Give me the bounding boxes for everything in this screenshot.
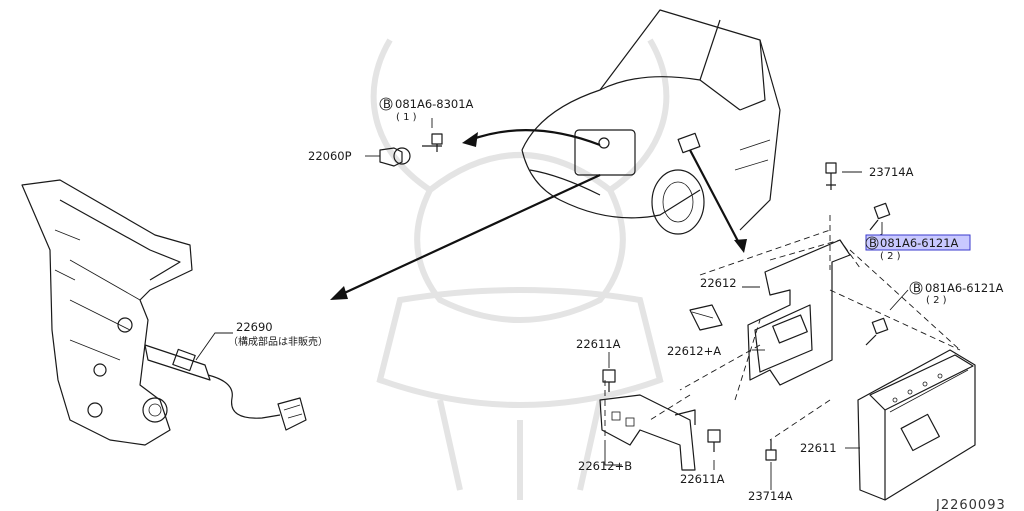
leader-lines bbox=[604, 171, 909, 490]
not-sold-separately-note: （構成部品は非販売） bbox=[228, 335, 328, 348]
part-number-22690[interactable]: 22690 bbox=[236, 320, 273, 334]
exhaust-manifold bbox=[21, 179, 193, 446]
part-number-22612[interactable]: 22612 bbox=[700, 276, 737, 290]
quantity-label: ( 2 ) bbox=[926, 295, 947, 306]
pointer-arrows bbox=[330, 129, 747, 300]
knock-sensor-assembly bbox=[365, 118, 443, 167]
bolt-symbols bbox=[379, 97, 923, 295]
part-number-22612-A[interactable]: 22612+A bbox=[667, 344, 721, 358]
part-number-23714A-top[interactable]: 23714A bbox=[869, 165, 914, 179]
quantity-label: ( 1 ) bbox=[396, 112, 417, 123]
bolt-symbol: B bbox=[913, 281, 921, 295]
ecm-unit bbox=[857, 349, 976, 501]
bolt-symbol: B bbox=[869, 236, 877, 250]
part-number-081A6-6121A-highlighted[interactable]: 081A6-6121A bbox=[880, 236, 959, 250]
ecm-bracket-assembly bbox=[599, 162, 961, 471]
vehicle-illustration bbox=[521, 9, 781, 235]
part-number-23714A-bottom[interactable]: 23714A bbox=[748, 489, 793, 503]
diagram-reference-code: J2260093 bbox=[935, 498, 1006, 511]
part-number-22611[interactable]: 22611 bbox=[800, 441, 837, 455]
part-number-22611A-bottom[interactable]: 22611A bbox=[680, 472, 725, 486]
watermark-logo bbox=[370, 38, 670, 500]
o2-sensor bbox=[144, 332, 307, 431]
bolt-symbol: B bbox=[383, 97, 391, 111]
part-number-081A6-8301A[interactable]: 081A6-8301A bbox=[395, 97, 474, 111]
quantity-label: ( 2 ) bbox=[880, 251, 901, 262]
part-number-081A6-6121A[interactable]: 081A6-6121A bbox=[925, 281, 1004, 295]
part-number-22611A-top[interactable]: 22611A bbox=[576, 337, 621, 351]
part-number-22060P[interactable]: 22060P bbox=[308, 149, 352, 163]
part-number-22612-B[interactable]: 22612+B bbox=[578, 459, 632, 473]
